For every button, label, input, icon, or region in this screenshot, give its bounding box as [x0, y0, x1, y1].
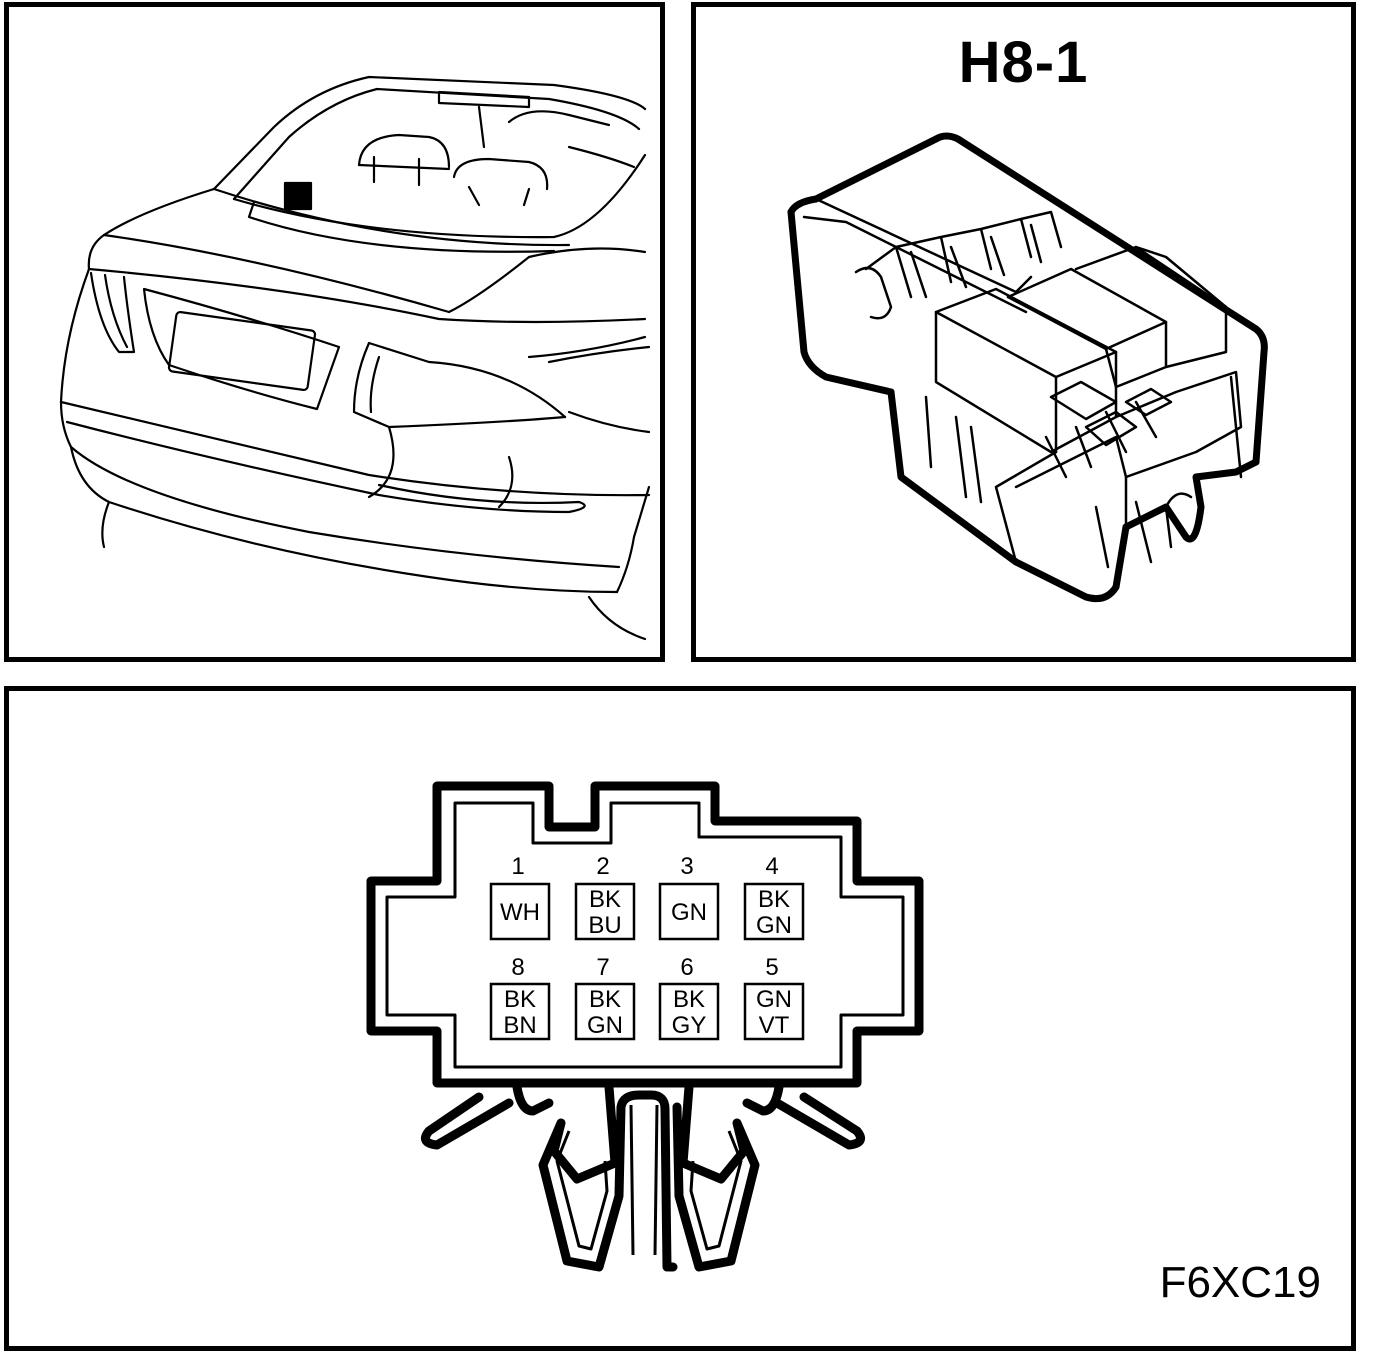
wire-colors: WH BK BU GN BK GN BK BN BK GN BK GY GN V…	[500, 886, 792, 1039]
pin-cavity	[574, 982, 636, 1041]
wire-color-label: BK	[758, 886, 790, 913]
pin-cavity	[489, 882, 551, 941]
pin-cavity	[743, 982, 805, 1041]
pinout-panel: 1 2 3 4 8 7 6 5 WH BK BU GN BK GN	[4, 686, 1356, 1351]
pin-cavity	[574, 882, 636, 941]
wire-color-label: GN	[756, 986, 792, 1013]
pin-cavity	[658, 982, 720, 1041]
pin-cavity	[743, 882, 805, 941]
connector-illustration	[787, 132, 1268, 603]
wire-color-label: BU	[588, 912, 621, 939]
pin-number: 6	[680, 954, 693, 981]
wire-color-label: VT	[759, 1012, 790, 1039]
wire-color-label: BK	[673, 986, 705, 1013]
pin-number: 2	[596, 853, 609, 880]
wire-color-label: WH	[500, 899, 540, 926]
car-rear-illustration	[59, 75, 651, 641]
wire-color-label: GY	[672, 1012, 707, 1039]
pin-number: 7	[596, 954, 609, 981]
connector-housing-outline	[366, 781, 924, 1088]
wire-color-label: GN	[756, 912, 792, 939]
wire-color-label: BN	[503, 1012, 536, 1039]
pin-number: 3	[680, 853, 693, 880]
pin-number: 8	[511, 954, 524, 981]
figure-code: F6XC19	[1159, 1258, 1321, 1307]
car-location-panel	[4, 2, 665, 662]
wire-color-label: BK	[589, 986, 621, 1013]
connector-latches	[420, 1082, 866, 1272]
pin-cavity	[489, 982, 551, 1041]
connector-view-panel: H8-1	[691, 2, 1356, 662]
pin-number: 1	[511, 853, 524, 880]
connector-title: H8-1	[958, 30, 1089, 95]
pin-number: 5	[765, 954, 778, 981]
wire-color-label: GN	[671, 899, 707, 926]
pin-number: 4	[765, 853, 778, 880]
wire-color-label: GN	[587, 1012, 623, 1039]
pin-cavity	[658, 882, 720, 941]
wire-color-label: BK	[504, 986, 536, 1013]
wire-color-label: BK	[589, 886, 621, 913]
connector-face-diagram: 1 2 3 4 8 7 6 5 WH BK BU GN BK GN	[366, 781, 924, 1272]
pin-numbers: 1 2 3 4 8 7 6 5	[511, 853, 778, 981]
